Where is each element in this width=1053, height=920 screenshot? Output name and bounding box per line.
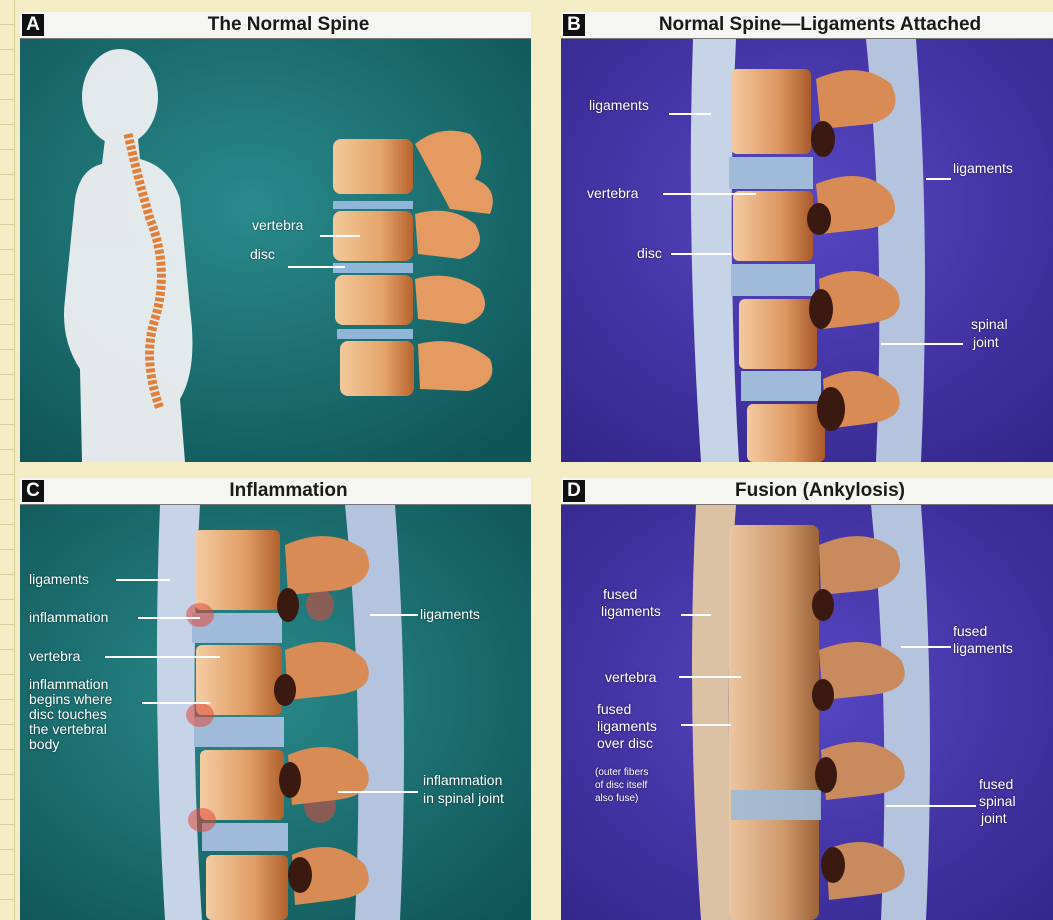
panel-d-letter: D xyxy=(563,480,585,502)
label-begins-4: the vertebral xyxy=(29,721,107,737)
panel-d-art xyxy=(561,505,1053,920)
panel-a: A The Normal Spine xyxy=(20,12,531,462)
label-disc: disc xyxy=(250,246,275,262)
panel-b-title: Normal Spine—Ligaments Attached xyxy=(587,12,1053,38)
label-fused-right-1: fused xyxy=(953,623,987,639)
panel-d-header: D Fusion (Ankylosis) xyxy=(561,478,1053,505)
panel-c-header: C Inflammation xyxy=(20,478,531,505)
label-fused-right-2: ligaments xyxy=(953,640,1013,656)
label-ligaments-right: ligaments xyxy=(420,606,480,622)
fusion-illustration xyxy=(561,505,1053,920)
label-fused-lig-1: fused xyxy=(603,586,637,602)
label-vertebra: vertebra xyxy=(252,217,303,233)
label-joint-2: in spinal joint xyxy=(423,790,504,806)
label-inflammation: inflammation xyxy=(29,609,108,625)
label-note-2: of disc itself xyxy=(595,780,647,792)
panel-d-title: Fusion (Ankylosis) xyxy=(587,478,1053,504)
label-over-2: ligaments xyxy=(597,718,657,734)
label-begins-1: inflammation xyxy=(29,676,108,692)
label-spinal-joint-2: joint xyxy=(973,334,999,350)
panel-c-letter: C xyxy=(22,480,44,502)
panel-b-letter: B xyxy=(563,14,585,36)
panel-a-header: A The Normal Spine xyxy=(20,12,531,39)
label-joint-1: inflammation xyxy=(423,772,502,788)
label-note-3: also fuse) xyxy=(595,793,638,805)
label-fsj-3: joint xyxy=(981,810,1007,826)
label-over-3: over disc xyxy=(597,735,653,751)
label-over-1: fused xyxy=(597,701,631,717)
label-fsj-2: spinal xyxy=(979,793,1016,809)
label-ligaments-left: ligaments xyxy=(589,97,649,113)
panel-a-title: The Normal Spine xyxy=(46,12,531,38)
panel-c: C Inflammation xyxy=(20,478,531,920)
label-ligaments-left: ligaments xyxy=(29,571,89,587)
label-vertebra: vertebra xyxy=(29,648,80,664)
label-vertebra: vertebra xyxy=(605,669,656,685)
label-note-1: (outer fibers xyxy=(595,767,648,779)
label-ligaments-right: ligaments xyxy=(953,160,1013,176)
label-begins-2: begins where xyxy=(29,691,112,707)
label-spinal-joint-1: spinal xyxy=(971,316,1008,332)
panel-b-header: B Normal Spine—Ligaments Attached xyxy=(561,12,1053,39)
panel-a-letter: A xyxy=(22,14,44,36)
label-fused-lig-2: ligaments xyxy=(601,603,661,619)
panel-d: D Fusion (Ankylosis) xyxy=(561,478,1053,920)
label-begins-5: body xyxy=(29,736,59,752)
notebook-margin xyxy=(0,0,15,920)
panel-c-title: Inflammation xyxy=(46,478,531,504)
label-begins-3: disc touches xyxy=(29,706,107,722)
label-disc: disc xyxy=(637,245,662,261)
panel-b: B Normal Spine—Ligaments Attached xyxy=(561,12,1053,462)
label-fsj-1: fused xyxy=(979,776,1013,792)
panel-a-art xyxy=(20,39,531,462)
label-vertebra: vertebra xyxy=(587,185,638,201)
normal-spine-illustration xyxy=(20,39,531,462)
